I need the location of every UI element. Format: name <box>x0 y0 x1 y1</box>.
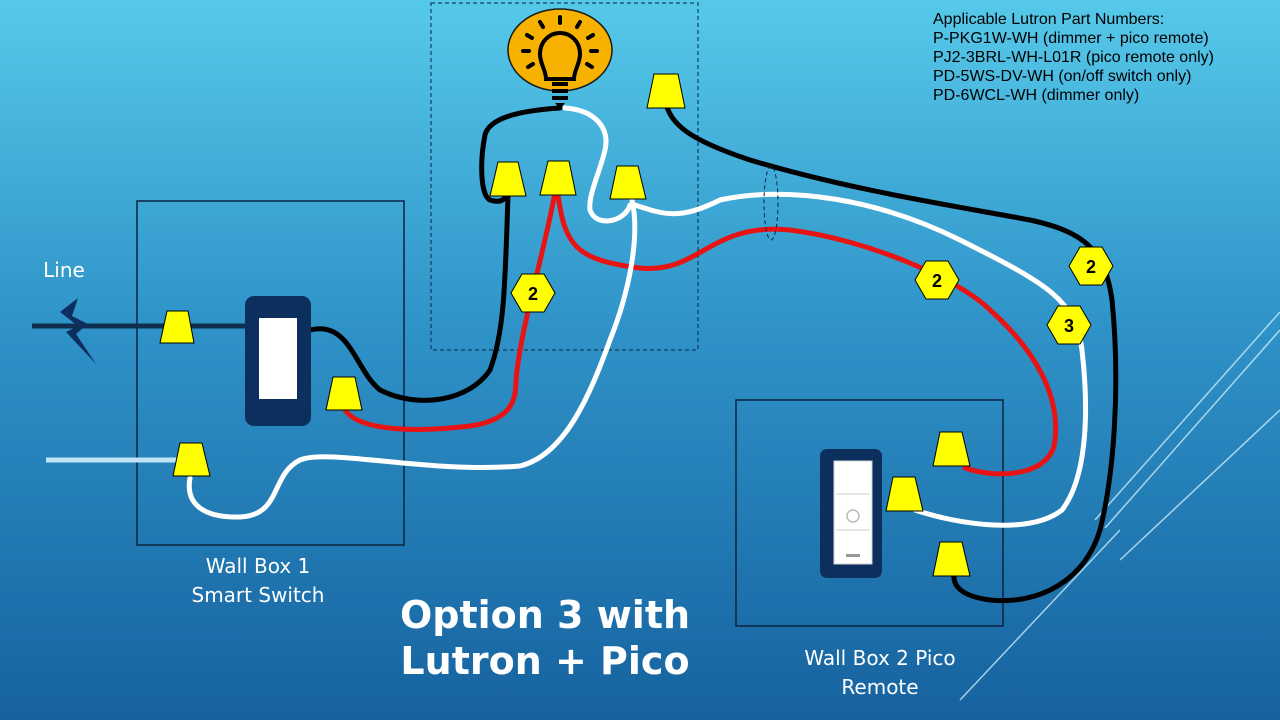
wall-box-1-label-line-1: Wall Box 1 <box>205 554 311 578</box>
slide-title-line-1: Option 3 with <box>399 593 691 637</box>
slide-title-line-2: Lutron + Pico <box>400 639 690 683</box>
wire-count-label: 2 <box>528 284 538 304</box>
wall-box-1 <box>136 200 405 546</box>
wall-box-2-label-line-1: Wall Box 2 Pico <box>804 646 956 670</box>
wire-nut-icon <box>539 160 577 196</box>
wall-box-1-label-line-2: Smart Switch <box>191 583 325 607</box>
wall-box-2 <box>735 399 1004 627</box>
part-numbers-list: Applicable Lutron Part Numbers: P-PKG1W-… <box>933 10 1214 105</box>
line-label: Line <box>43 258 85 282</box>
black-wire-switch-to-light <box>307 193 511 403</box>
wire-count-badge: 2 <box>510 273 556 313</box>
black-wire-to-box-2 <box>662 97 1119 604</box>
wire-nut-icon <box>932 541 971 577</box>
pico-remote-icon <box>820 449 882 578</box>
slide-title: Option 3 with Lutron + Pico <box>380 592 710 684</box>
wire-count-badges: 2 2 2 3 <box>510 246 1114 345</box>
wire-nut-icon <box>885 476 924 512</box>
black-wire-bulb <box>479 105 563 204</box>
wire-count-badge: 2 <box>1068 246 1114 286</box>
smart-switch-icon <box>245 296 311 426</box>
white-wire-bulb <box>562 105 633 224</box>
wire-count-label: 2 <box>932 271 942 291</box>
lightning-bolt-icon <box>60 298 96 364</box>
white-wire-to-switch-neutral <box>186 197 638 520</box>
wire-nuts <box>159 73 971 577</box>
wire-nut-icon <box>646 73 686 109</box>
wire-nut-icon <box>489 161 527 197</box>
decorative-lines <box>959 311 1280 701</box>
wire-count-badge: 2 <box>914 260 960 300</box>
white-wire-to-box-2 <box>632 191 1089 528</box>
part-number-item: PD-5WS-DV-WH (on/off switch only) <box>933 68 1192 85</box>
wall-box-2-label: Wall Box 2 Pico Remote <box>770 644 990 702</box>
wire-count-badge: 3 <box>1046 305 1092 345</box>
wire-nut-icon <box>325 376 363 411</box>
wall-box-2-label-line-2: Remote <box>841 675 919 699</box>
part-number-item: PD-6WCL-WH (dimmer only) <box>933 87 1140 104</box>
light-box <box>430 2 699 351</box>
red-wire-to-box-2 <box>555 192 1059 477</box>
part-number-item: P-PKG1W-WH (dimmer + pico remote) <box>933 30 1209 47</box>
wire-count-label: 2 <box>1086 257 1096 277</box>
wire-nut-icon <box>609 165 647 200</box>
part-number-item: PJ2-3BRL-WH-L01R (pico remote only) <box>933 49 1214 66</box>
wire-nut-icon <box>932 431 971 467</box>
wall-box-1-label: Wall Box 1 Smart Switch <box>150 552 366 610</box>
light-bulb-icon <box>507 8 613 109</box>
cable-bundle-marker <box>763 165 779 241</box>
wire-nut-icon <box>172 442 211 477</box>
wire-count-label: 3 <box>1064 316 1074 336</box>
part-numbers-heading: Applicable Lutron Part Numbers: <box>933 11 1165 28</box>
wire-nut-icon <box>159 310 195 344</box>
